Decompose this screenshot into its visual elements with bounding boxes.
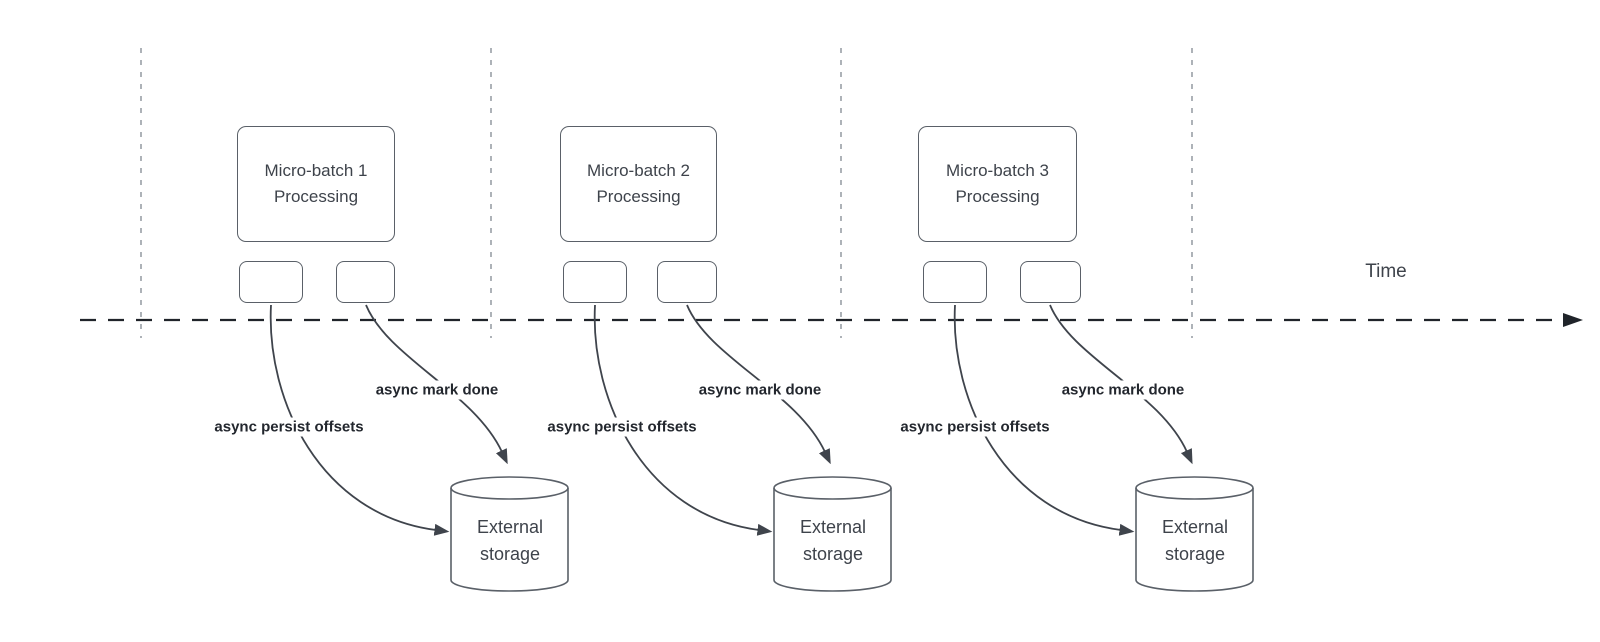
micro-batch-3-processing-box: Micro-batch 3 Processing — [918, 126, 1077, 242]
micro-batch-1-label: Micro-batch 1 Processing — [264, 161, 368, 206]
persist-offsets-arrow-2 — [593, 304, 773, 536]
external-storage-cylinder-2 — [773, 476, 892, 592]
external-storage-label-1: External storage — [476, 517, 544, 564]
mark-done-task-box-1 — [336, 261, 395, 303]
persist-offsets-task-box-3 — [923, 261, 987, 303]
external-storage-label-3: External storage — [1161, 517, 1229, 564]
persist-offsets-task-box-1 — [239, 261, 303, 303]
persist-offsets-arrow-3 — [953, 304, 1135, 536]
persist-offsets-task-box-2 — [563, 261, 627, 303]
mark-done-task-box-2 — [657, 261, 717, 303]
persist-offsets-arrow-label-1: async persist offsets — [210, 417, 368, 437]
persist-offsets-arrow-label-2: async persist offsets — [543, 417, 701, 437]
external-storage-cylinder-3 — [1135, 476, 1254, 592]
mark-done-arrow-3 — [1049, 304, 1193, 465]
micro-batch-1-processing-box: Micro-batch 1 Processing — [237, 126, 395, 242]
external-storage-label-2: External storage — [799, 517, 867, 564]
time-axis-label: Time — [1365, 261, 1407, 282]
mark-done-arrow-label-3: async mark done — [1057, 380, 1189, 400]
mark-done-arrow-2 — [686, 304, 831, 465]
micro-batch-3-label: Micro-batch 3 Processing — [946, 161, 1049, 206]
external-storage-cylinder-1 — [450, 476, 569, 592]
mark-done-arrow-label-1: async mark done — [371, 380, 503, 400]
micro-batch-2-processing-box: Micro-batch 2 Processing — [560, 126, 717, 242]
persist-offsets-arrow-1 — [269, 304, 450, 536]
persist-offsets-arrow-label-3: async persist offsets — [896, 417, 1054, 437]
micro-batch-2-label: Micro-batch 2 Processing — [587, 161, 690, 206]
mark-done-arrow-1 — [365, 304, 508, 465]
mark-done-arrow-label-2: async mark done — [694, 380, 826, 400]
mark-done-task-box-3 — [1020, 261, 1081, 303]
